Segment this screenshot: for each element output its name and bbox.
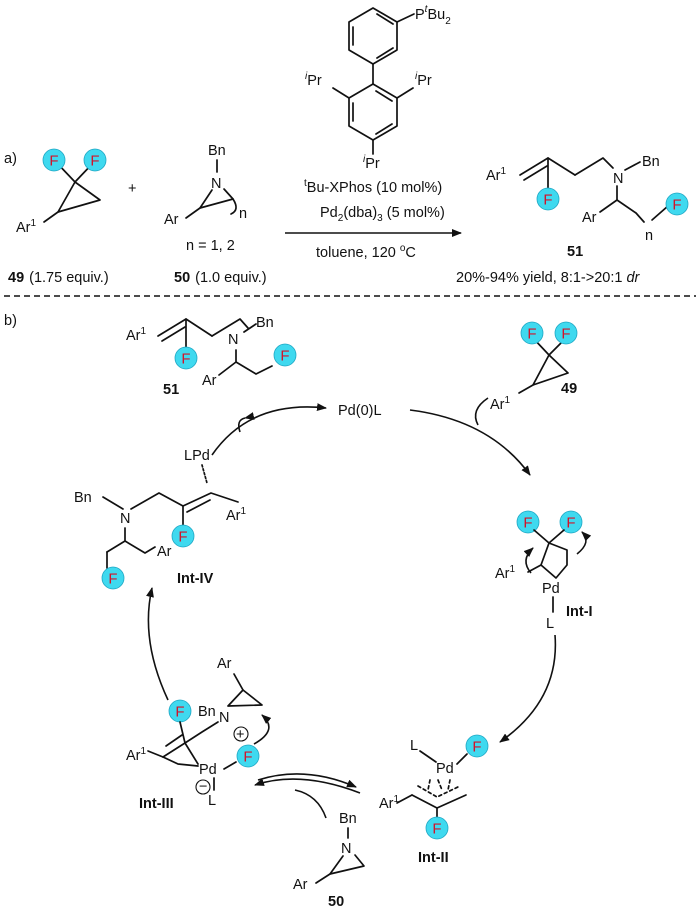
svg-text:Bn: Bn [198,704,216,720]
svg-text:F: F [672,197,681,214]
svg-text:N: N [613,171,623,187]
condition-ligand: tBu-XPhos (10 mol%) [304,178,442,196]
svg-text:Ar1: Ar1 [490,395,511,413]
cycle-reactant-49: F F Ar1 49 [490,321,578,413]
svg-text:L: L [546,616,554,632]
svg-text:Ar: Ar [293,877,308,893]
panel-a-label: a) [4,151,17,167]
condition-catalyst: Pd2(dba)3 (5 mol%) [320,205,445,224]
svg-text:F: F [280,348,289,365]
svg-text:Int-III: Int-III [139,796,174,812]
svg-text:51: 51 [567,244,583,260]
svg-text:iPr: iPr [415,71,432,89]
svg-text:F: F [432,821,441,838]
yield-text: 20%-94% yield, 8:1->20:1 dr [456,270,641,286]
svg-text:N: N [120,511,130,527]
svg-text:N: N [228,332,238,348]
ligand-structure: PtBu2 iPr iPr iPr [305,4,451,172]
svg-text:LPd: LPd [184,448,210,464]
svg-text:Ar: Ar [582,210,597,226]
svg-text:F: F [561,326,570,343]
svg-text:PtBu2: PtBu2 [415,4,451,27]
svg-text:Ar1: Ar1 [495,564,516,582]
svg-text:Ar1: Ar1 [126,326,147,344]
svg-text:F: F [566,515,575,532]
svg-text:Ar: Ar [164,212,179,228]
svg-text:Int-II: Int-II [418,850,449,866]
svg-text:Bn: Bn [339,811,357,827]
svg-text:F: F [90,153,99,170]
svg-text:Ar1: Ar1 [379,794,400,812]
compound-49-caption: 49(1.75 equiv.) [8,270,109,286]
pd0-label: Pd(0)L [338,403,382,419]
svg-text:−: − [199,779,207,795]
svg-text:n: n [645,228,653,244]
panel-b-label: b) [4,313,17,329]
product-51: Ar1 N Bn n Ar F F 51 20%-94% yield, 8:1-… [456,154,689,286]
svg-text:Ar1: Ar1 [226,506,247,524]
svg-text:F: F [472,739,481,756]
svg-text:L: L [208,793,216,809]
ar1-label: Ar1 [16,218,37,236]
svg-text:F: F [49,153,58,170]
condition-solvent: toluene, 120 oC [316,243,416,261]
cycle-reactant-50: Bn N Ar 50 [293,811,365,910]
svg-text:Ar: Ar [217,656,232,672]
svg-text:Pd: Pd [436,761,454,777]
svg-text:F: F [527,326,536,343]
svg-text:Ar1: Ar1 [486,166,507,184]
svg-text:L: L [410,738,418,754]
int-3-structure: Ar Bn N + F Ar1 Pd F − L Int-III [126,656,272,812]
int-4-structure: LPd Bn N F Ar1 Ar F Int-IV [74,448,247,590]
svg-text:Int-I: Int-I [566,604,593,620]
svg-text:iPr: iPr [305,71,322,89]
svg-text:n = 1, 2: n = 1, 2 [186,238,235,254]
svg-text:n: n [239,206,247,222]
svg-text:+: + [236,727,244,743]
svg-text:Ar1: Ar1 [126,746,147,764]
svg-text:Int-IV: Int-IV [177,571,214,587]
svg-text:50: 50 [328,894,344,910]
int-1-structure: F F Ar1 Pd L Int-I [495,510,593,632]
svg-text:N: N [219,710,229,726]
plus-sign: + [128,181,136,197]
svg-text:Bn: Bn [74,490,92,506]
svg-text:Ar: Ar [157,544,172,560]
svg-text:iPr: iPr [363,154,380,172]
reactant-49: F F Ar1 49(1.75 equiv.) [8,148,109,286]
svg-text:Pd: Pd [542,581,560,597]
svg-text:F: F [108,571,117,588]
svg-text:F: F [243,749,252,766]
svg-text:F: F [523,515,532,532]
svg-text:N: N [341,841,351,857]
cycle-arrows [146,397,557,819]
svg-text:Bn: Bn [208,143,226,159]
svg-text:Bn: Bn [642,154,660,170]
cycle-product-51: Ar1 N Bn Ar F F 51 [126,315,297,398]
compound-50-caption: 50(1.0 equiv.) [174,270,267,286]
svg-text:49: 49 [561,381,577,397]
svg-text:N: N [211,176,221,192]
svg-text:F: F [178,529,187,546]
svg-text:51: 51 [163,382,179,398]
reactant-50: Bn N n Ar n = 1, 2 50(1.0 equiv.) [164,143,267,286]
int-2-structure: L Pd F Ar1 F Int-II [379,734,489,866]
svg-text:F: F [181,351,190,368]
svg-text:Bn: Bn [256,315,274,331]
svg-text:F: F [175,704,184,721]
svg-text:F: F [543,192,552,209]
svg-text:Pd: Pd [199,762,217,778]
svg-text:Ar: Ar [202,373,217,389]
